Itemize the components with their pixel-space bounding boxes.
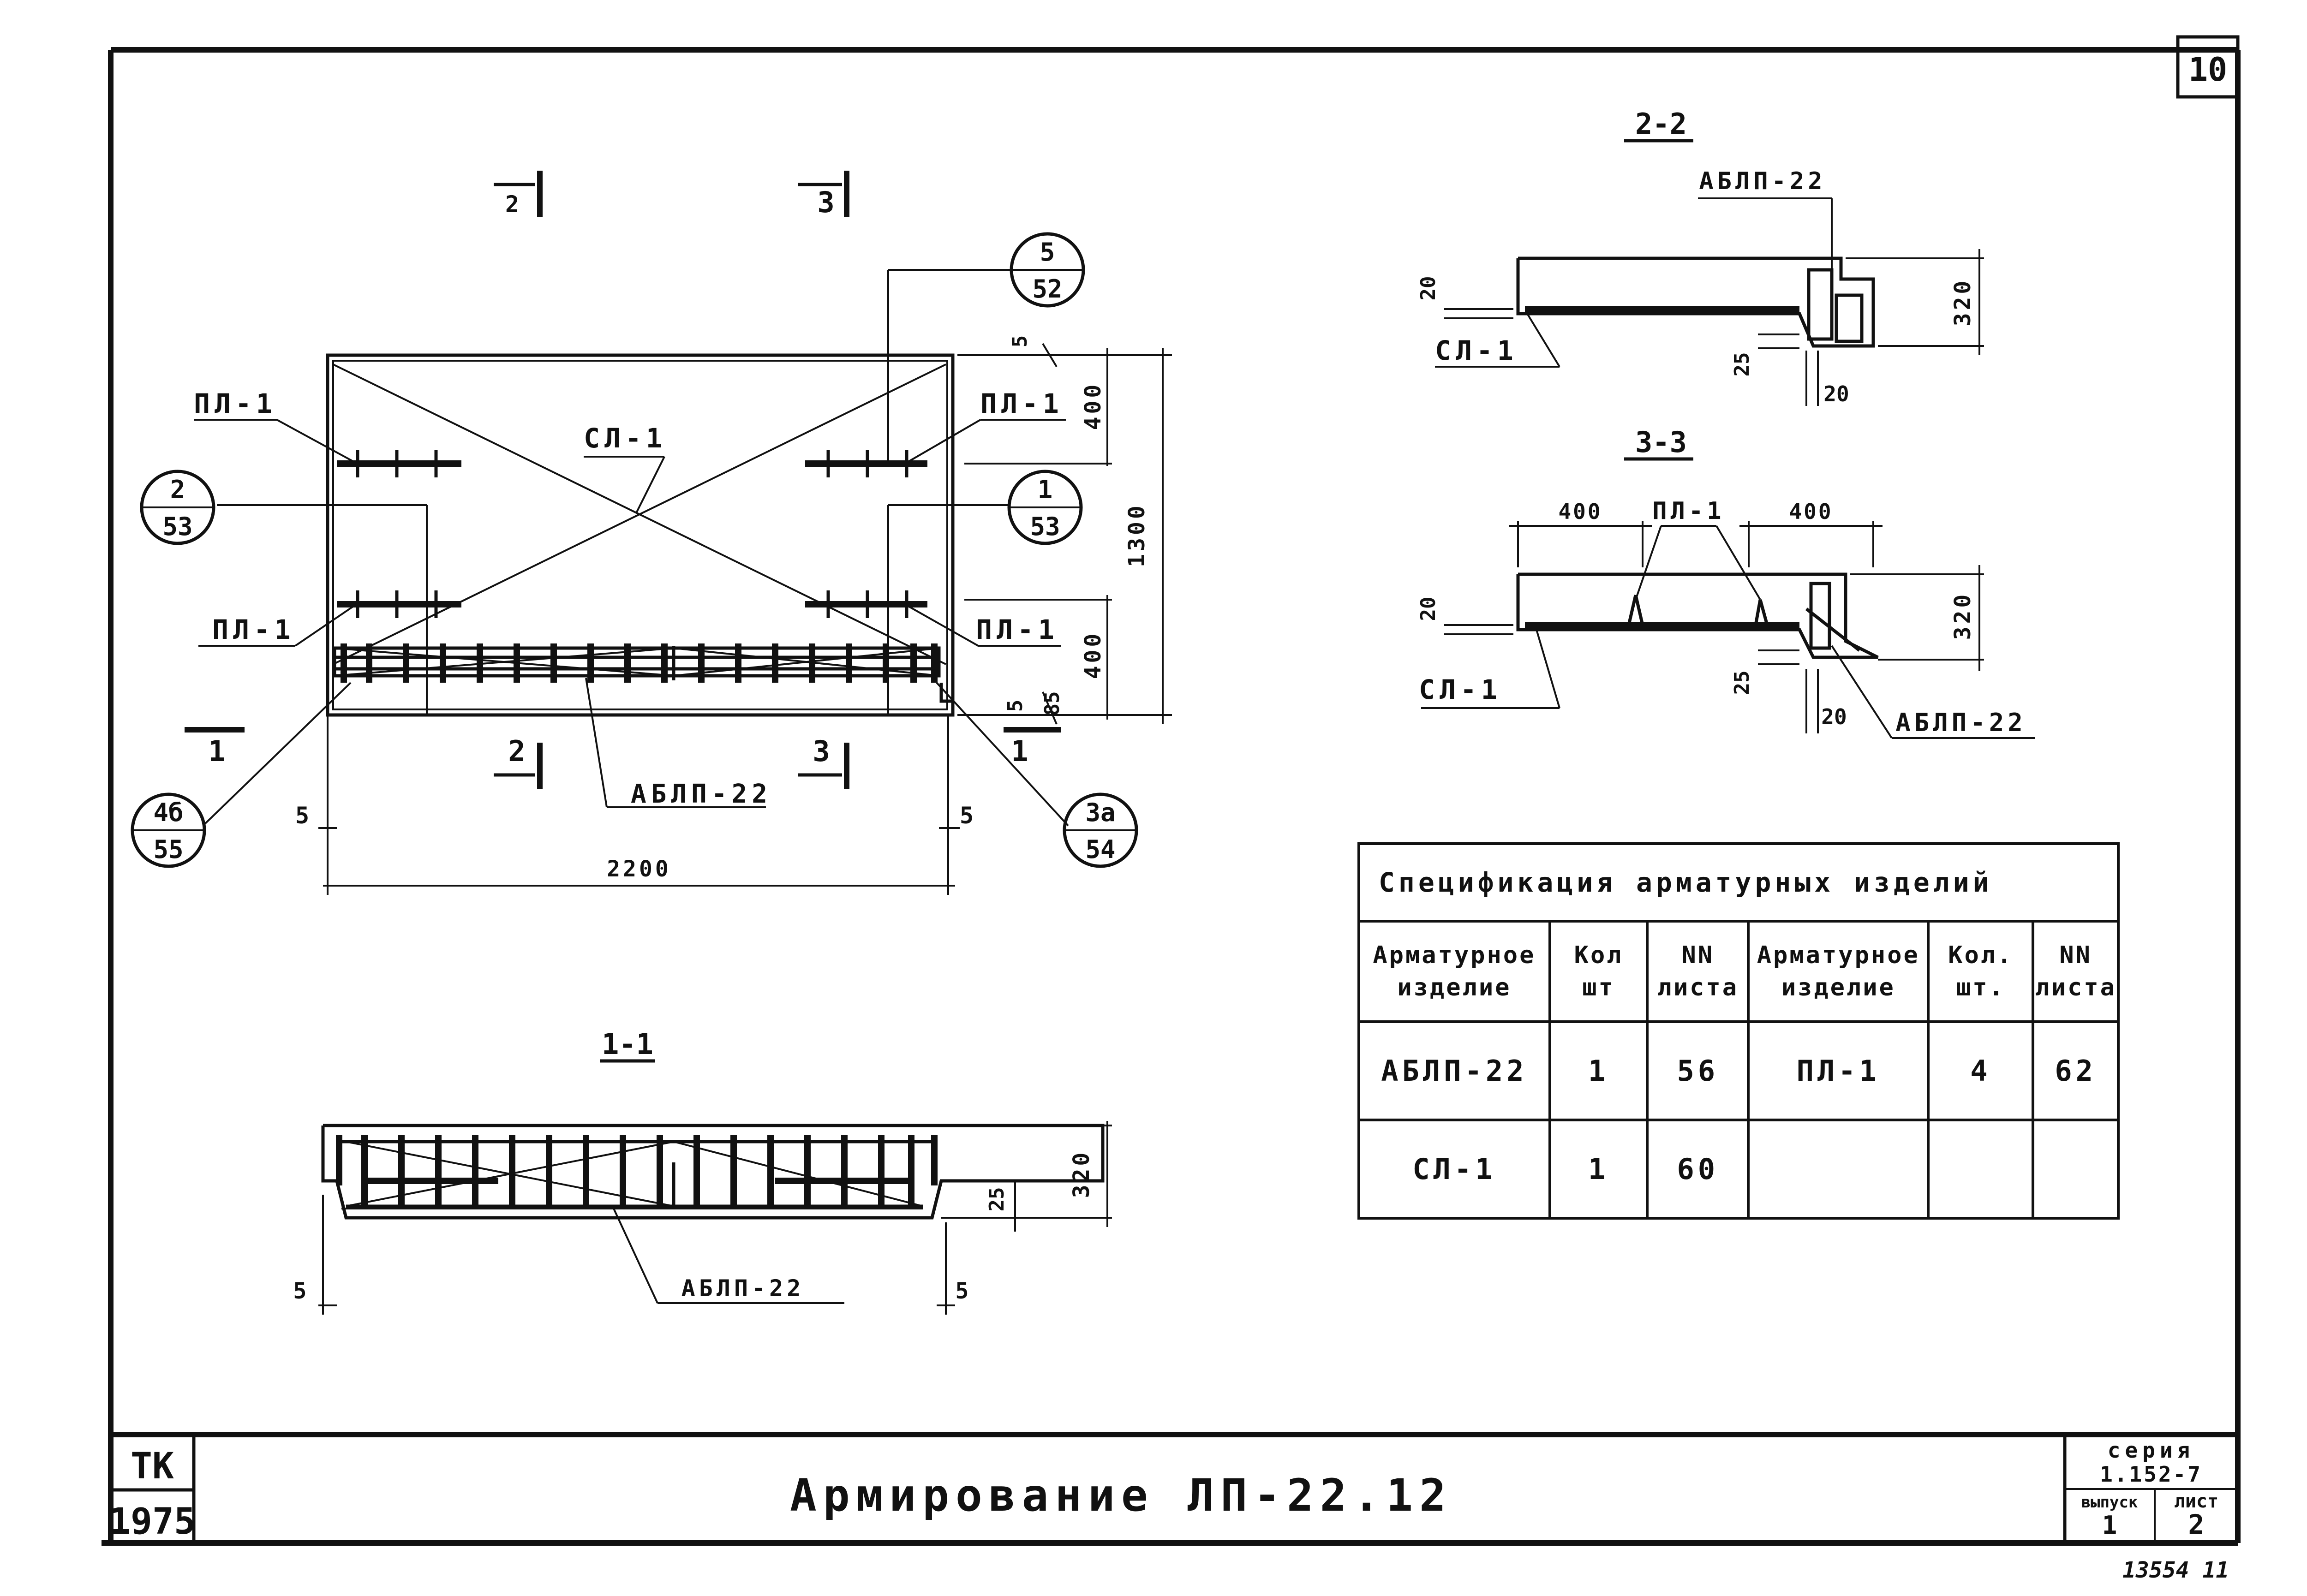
- ref-5-52-bottom: 52: [1032, 274, 1062, 304]
- cut-3-bottom: 3: [813, 734, 830, 768]
- cut-2-top: 2: [505, 191, 519, 218]
- dim-width: 2200: [607, 856, 671, 882]
- section-2-2: [1435, 139, 1984, 406]
- label-pl1-bottom-left: ПЛ-1: [212, 614, 295, 645]
- dim-5-left: 5: [295, 802, 309, 829]
- spec-cell: 62: [2032, 1020, 2120, 1121]
- sheet-frame: [102, 35, 2241, 1546]
- spec-cell: [1927, 1119, 2035, 1220]
- spec-header-qty: Кол шт: [1548, 920, 1649, 1023]
- section-1-1-dim-5-left: 5: [293, 1278, 307, 1304]
- ref-2-53-top: 2: [170, 475, 185, 504]
- cut-3-top: 3: [817, 185, 834, 219]
- label-pl1-bottom-right: ПЛ-1: [976, 614, 1059, 645]
- spec-cell: 60: [1646, 1119, 1750, 1220]
- section-3-3-sl1: СЛ-1: [1419, 674, 1502, 705]
- ref-3a-54-bottom: 54: [1085, 835, 1115, 864]
- spec-header-qty-2: Кол. шт.: [1927, 920, 2035, 1023]
- section-3-3-dim-400-right: 400: [1789, 499, 1833, 524]
- cut-1-left: 1: [208, 734, 225, 768]
- section-3-3-ablp22: АБЛП-22: [1895, 708, 2026, 737]
- dim-400-top: 400: [1080, 382, 1106, 430]
- sheet-value: 2: [2188, 1509, 2205, 1540]
- spec-header-item-2: Арматурное изделие: [1747, 920, 1930, 1023]
- dim-5-bottom-right: 5: [960, 802, 974, 829]
- section-2-2-dim-25: 25: [1730, 352, 1754, 377]
- label-pl1-top-left: ПЛ-1: [194, 388, 277, 419]
- spec-table: Спецификация арматурных изделий Арматурн…: [1357, 842, 2120, 1220]
- sheet-title: Армирование ЛП-22.12: [790, 1470, 1452, 1521]
- spec-cell: 1: [1548, 1020, 1649, 1121]
- spec-cell: ПЛ-1: [1747, 1020, 1930, 1121]
- ref-2-53-bottom: 53: [162, 512, 192, 541]
- series-label: серия: [2108, 1438, 2194, 1463]
- section-2-2-dim-20-bottom: 20: [1823, 381, 1849, 406]
- label-ablp22-plan: АБЛП-22: [631, 779, 772, 809]
- section-2-2-dim-20-left: 20: [1416, 276, 1440, 301]
- spec-header-item: Арматурное изделие: [1357, 920, 1551, 1023]
- spec-title: Спецификация арматурных изделий: [1357, 842, 2120, 923]
- label-sl1-plan: СЛ-1: [584, 423, 667, 454]
- issue-value: 1: [2102, 1511, 2117, 1540]
- spec-header-sheet: NN листа: [1646, 920, 1750, 1023]
- spec-cell: 4: [1927, 1020, 2035, 1121]
- ref-1-53-top: 1: [1038, 475, 1053, 504]
- spec-cell: 1: [1548, 1119, 1649, 1220]
- label-pl1-top-right: ПЛ-1: [980, 388, 1064, 419]
- section-1-1-dim-320: 320: [1069, 1150, 1094, 1198]
- spec-header-row: Арматурное изделие Кол шт NN листа Армат…: [1357, 920, 2120, 1023]
- spec-cell: АБЛП-22: [1357, 1020, 1551, 1121]
- ref-4b-55-bottom: 55: [153, 835, 183, 864]
- section-3-3-dim-320: 320: [1950, 592, 1976, 640]
- series-value: 1.152-7: [2100, 1462, 2202, 1487]
- section-2-2-dim-320: 320: [1950, 278, 1976, 327]
- spec-cell: [2032, 1119, 2120, 1220]
- section-1-1-ablp22: АБЛП-22: [681, 1275, 805, 1302]
- spec-cell: 56: [1646, 1020, 1750, 1121]
- org-label: ТК: [131, 1446, 174, 1487]
- section-3-3-dim-20-bottom: 20: [1821, 704, 1847, 729]
- section-3-3-dim-400-left: 400: [1558, 499, 1602, 524]
- year-label: 1975: [109, 1501, 196, 1542]
- section-1-1-title: 1-1: [602, 1027, 653, 1061]
- ref-1-53-bottom: 53: [1030, 512, 1060, 541]
- section-2-2-ablp22: АБЛП-22: [1699, 167, 1826, 195]
- spec-header-sheet-2: NN листа: [2032, 920, 2120, 1023]
- cut-1-right: 1: [1011, 734, 1028, 768]
- ref-3a-54-top: 3а: [1085, 798, 1115, 827]
- issue-label: выпуск: [2081, 1493, 2138, 1512]
- dim-height: 1300: [1124, 503, 1150, 567]
- cut-2-bottom: 2: [508, 734, 525, 768]
- spec-cell: СЛ-1: [1357, 1119, 1551, 1220]
- dim-85: 85: [1040, 691, 1064, 716]
- section-1-1-dim-5-right: 5: [956, 1278, 969, 1304]
- archive-note: 13554 11: [2122, 1557, 2229, 1583]
- dim-400-bottom: 400: [1080, 631, 1106, 679]
- lifting-loops: [337, 450, 927, 618]
- dim-5-top: 5: [1008, 335, 1032, 348]
- section-3-3: [1421, 457, 2035, 739]
- section-1-1-dim-25: 25: [985, 1187, 1009, 1212]
- section-3-3-dim-20-left: 20: [1416, 597, 1440, 621]
- dim-5-right: 5: [1004, 700, 1027, 712]
- frame-stirrups: [341, 643, 938, 683]
- section-3-3-title: 3-3: [1635, 425, 1687, 459]
- section-2-2-title: 2-2: [1635, 107, 1687, 141]
- ref-4b-55-top: 4б: [153, 798, 183, 827]
- section-1-1: [318, 1059, 1112, 1315]
- ref-5-52-top: 5: [1040, 238, 1055, 267]
- sheet-number: 10: [2188, 51, 2227, 89]
- spec-cell: [1747, 1119, 1930, 1220]
- sheet-label: лист: [2174, 1491, 2218, 1512]
- section-2-2-sl1: СЛ-1: [1435, 335, 1518, 366]
- plan-view: [131, 171, 1172, 895]
- table-row: СЛ-1 1 60: [1357, 1119, 2120, 1220]
- section-3-3-dim-25: 25: [1730, 671, 1754, 695]
- section-3-3-pl1: ПЛ-1: [1652, 497, 1725, 525]
- table-row: АБЛП-22 1 56 ПЛ-1 4 62: [1357, 1020, 2120, 1121]
